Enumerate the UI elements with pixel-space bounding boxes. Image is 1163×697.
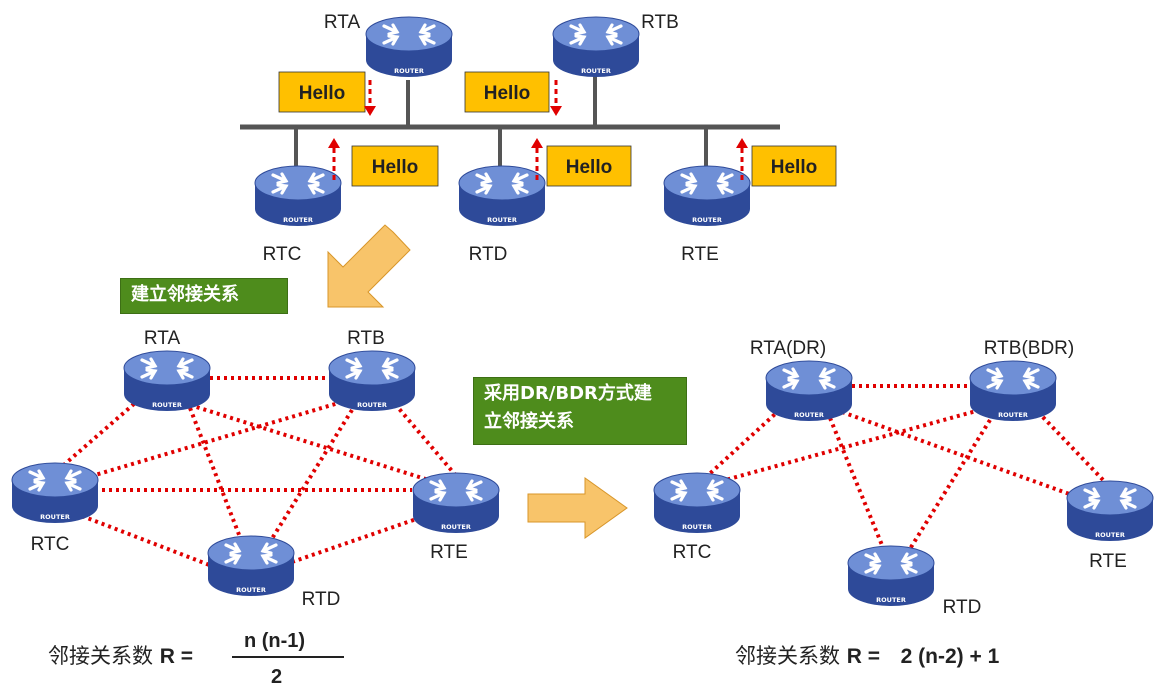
dr-bdr-section: ROUTER ROUTER ROUTER ROUTER ROUTER RTA(D… [652,338,1155,618]
adjacency-caption-text: 建立邻接关系 [131,284,239,305]
router-label-rtd: RTD [302,589,341,610]
svg-text:ROUTER: ROUTER [441,523,471,531]
formula-prefix: 邻接关系数 [48,644,160,668]
router-icon: ROUTER [764,360,854,423]
hello-packet: Hello [751,145,837,187]
router-icon: ROUTER [457,165,547,228]
hello-packet: Hello [464,71,550,113]
router-icon: ROUTER [662,165,752,228]
svg-text:ROUTER: ROUTER [236,586,266,594]
formula-variable: R = [846,645,880,668]
adjacency-link [189,403,436,484]
adjacency-link [1036,410,1107,484]
hello-packet: Hello [546,145,632,187]
router-label-rtb: RTB [347,328,385,349]
hello-packet: Hello [351,145,439,187]
router-icon: ROUTER [846,545,936,608]
formula-numerator: n (n-1) [244,630,306,652]
adjacency-link [84,400,343,480]
adjacency-caption: 建立邻接关系 [120,278,288,314]
formula-value: 2 (n-2) + 1 [900,645,1000,668]
router-icon: ROUTER [1065,480,1155,543]
svg-text:ROUTER: ROUTER [152,401,182,409]
router-label-rtb: RTB [641,12,679,33]
router-icon: ROUTER [968,360,1058,423]
svg-text:ROUTER: ROUTER [40,513,70,521]
router-icon: ROUTER [652,472,742,535]
router-icon: ROUTER [551,16,641,79]
router-label-rtc: RTC [31,534,70,555]
dr-bdr-caption: 采用DR/BDR方式建 立邻接关系 [473,377,687,445]
router-label-rtd: RTD [469,244,508,265]
adjacency-link [717,408,981,484]
svg-text:ROUTER: ROUTER [487,216,517,224]
adjacency-link [188,407,245,546]
transition-arrow-down-left [327,224,411,308]
router-icon: ROUTER [364,16,454,79]
svg-text:ROUTER: ROUTER [682,523,712,531]
fraction-bar [232,656,344,658]
router-label-rtd: RTD [943,597,982,618]
router-label-rtc: RTC [263,244,302,265]
svg-text:ROUTER: ROUTER [357,401,387,409]
svg-text:ROUTER: ROUTER [998,411,1028,419]
router-label-rte: RTE [1089,551,1127,572]
svg-text:ROUTER: ROUTER [394,67,424,75]
svg-text:Hello: Hello [566,157,612,178]
adjacency-link [81,514,213,568]
svg-text:ROUTER: ROUTER [876,596,906,604]
dr-bdr-caption-line2: 立邻接关系 [484,411,574,432]
formula-denominator: 2 [271,666,283,688]
router-icon: ROUTER [10,462,100,525]
router-icon: ROUTER [122,350,212,413]
svg-text:Hello: Hello [299,83,345,104]
svg-text:Hello: Hello [771,157,817,178]
adjacency-link [703,403,787,480]
svg-text:Hello: Hello [484,83,530,104]
transition-arrow-right [527,477,628,539]
full-mesh-formula: 邻接关系数 R = [48,640,193,670]
router-label-rte: RTE [681,244,719,265]
router-icon: ROUTER [253,165,343,228]
router-icon: ROUTER [206,535,296,598]
svg-text:ROUTER: ROUTER [692,216,722,224]
dr-bdr-formula: 邻接关系数 R = 2 (n-2) + 1 [735,640,999,670]
adjacency-link [266,408,354,547]
formula-variable: R = [159,645,193,668]
router-label-rta: RTA [324,12,361,33]
top-section: ROUTER ROUTER ROUTER ROUTER ROUTER RTA R… [240,12,837,308]
router-label-dr: RTA(DR) [750,338,826,359]
router-label-rte: RTE [430,542,468,563]
svg-text:ROUTER: ROUTER [581,67,611,75]
adjacency-link [906,418,992,554]
hello-packet: Hello [278,71,366,113]
svg-text:Hello: Hello [372,157,418,178]
dr-bdr-caption-line1: 采用DR/BDR方式建 [484,383,652,404]
formula-prefix: 邻接关系数 [735,644,847,668]
svg-text:ROUTER: ROUTER [794,411,824,419]
router-icon: ROUTER [411,472,501,535]
router-icon: ROUTER [327,350,417,413]
full-mesh-section: ROUTER ROUTER ROUTER ROUTER ROUTER RTA R… [10,328,501,610]
svg-text:ROUTER: ROUTER [1095,531,1125,539]
adjacency-link [291,513,429,564]
router-label-rtc: RTC [673,542,712,563]
adjacency-link [828,417,886,551]
adjacency-link [393,402,460,480]
adjacency-link [841,410,1073,497]
svg-text:ROUTER: ROUTER [283,216,313,224]
router-label-rta: RTA [144,328,181,349]
router-label-bdr: RTB(BDR) [984,338,1074,359]
